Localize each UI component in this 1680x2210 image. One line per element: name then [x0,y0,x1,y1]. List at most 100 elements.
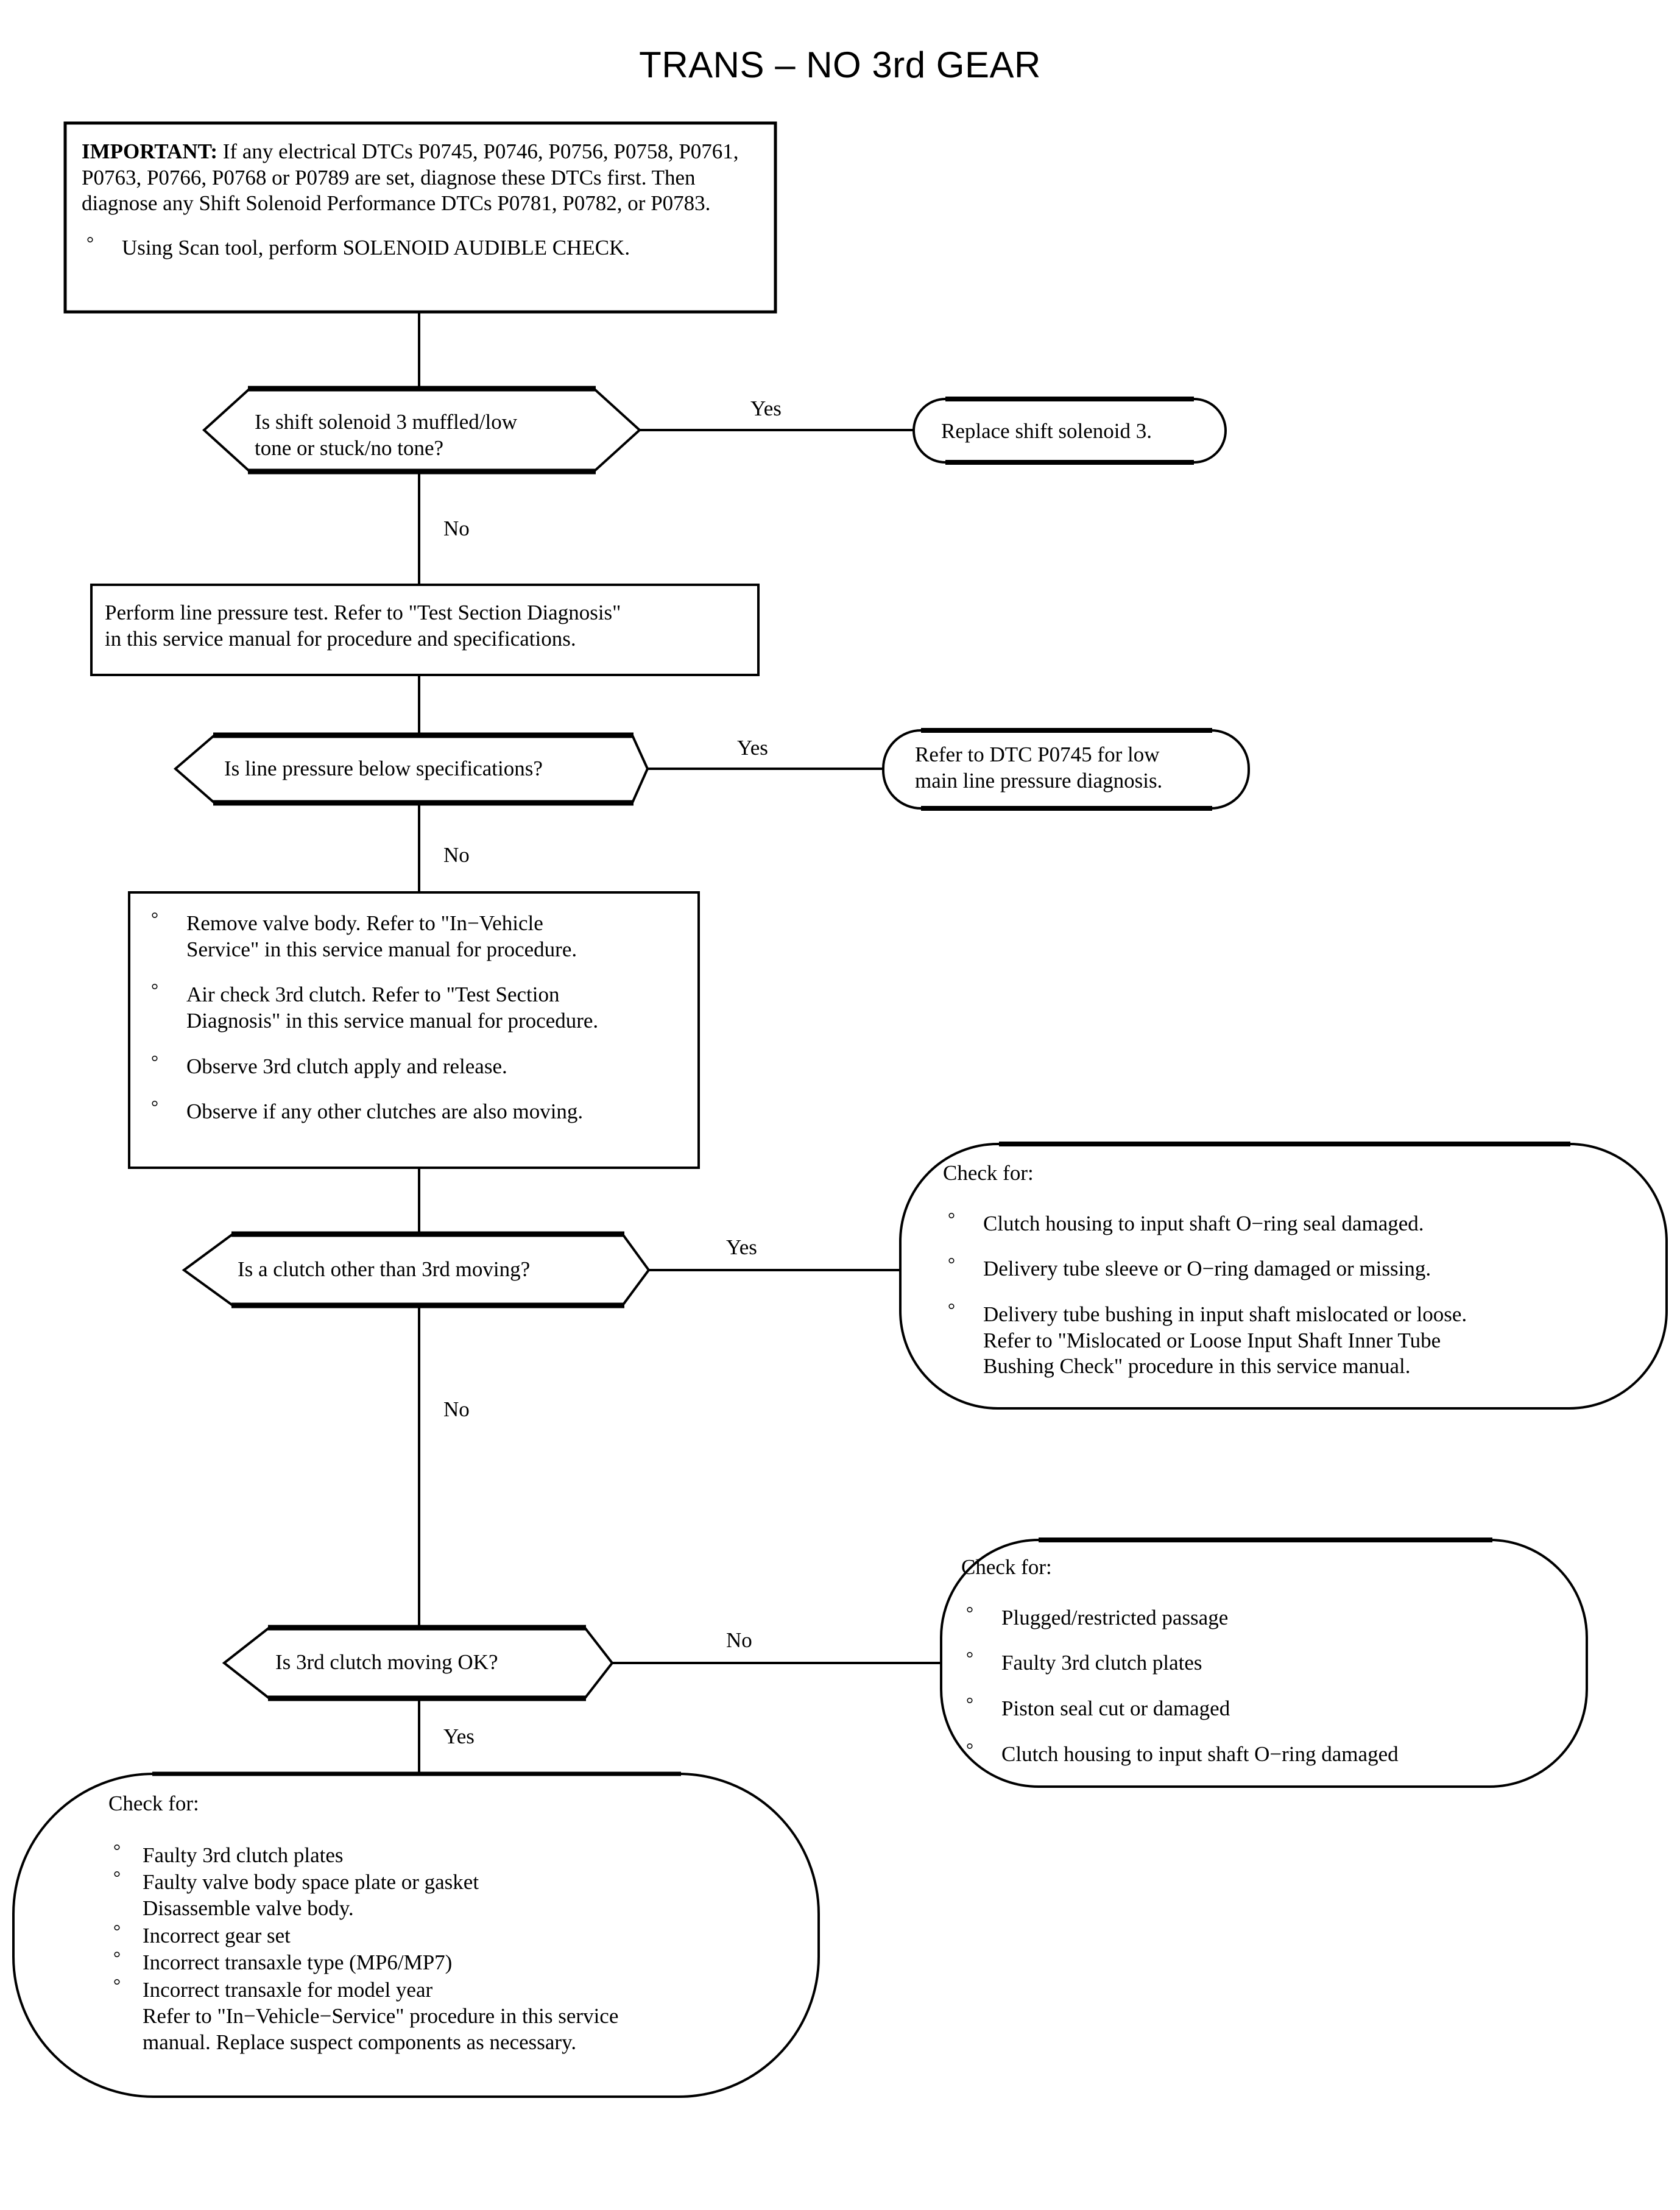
check-final-bullet-1-line1: Faulty valve body space plate or gasket [143,1870,479,1894]
bullet-glyph-icon: ° [966,1694,973,1715]
bullet-glyph-icon: ° [113,1868,121,1888]
procedure-bullet-list: ° Remove valve body. Refer to "In−Vehicl… [146,909,688,1125]
list-item: ° Clutch housing to input shaft O−ring s… [943,1209,1631,1237]
procedure-bullet-2-line1: Observe 3rd clutch apply and release. [186,1054,507,1078]
check-final-bullet-1-line2: Disassemble valve body. [143,1896,354,1921]
decision-third-clutch-ok-label: Is 3rd clutch moving OK? [275,1650,498,1674]
list-item: ° Piston seal cut or damaged [961,1694,1570,1722]
list-item: ° Delivery tube sleeve or O−ring damaged… [943,1254,1631,1282]
procedure-bullet-1-line1: Air check 3rd clutch. Refer to "Test Sec… [186,983,560,1007]
check-for-final-text: Check for: ° Faulty 3rd clutch plates ° … [108,1791,785,2056]
check-for-other-clutch-list: ° Clutch housing to input shaft O−ring s… [943,1209,1631,1380]
check-third-bullet-3: Clutch housing to input shaft O−ring dam… [1001,1742,1399,1766]
decision-other-clutch-label: Is a clutch other than 3rd moving? [238,1257,531,1281]
list-item: ° Faulty valve body space plate or gaske… [108,1868,785,1921]
check-for-third-clutch-list: ° Plugged/restricted passage ° Faulty 3r… [961,1603,1570,1768]
branch-label-third-clutch-no: No [726,1628,752,1652]
check-other-bullet-2-line3: Bushing Check" procedure in this service… [983,1354,1411,1379]
check-for-final-heading: Check for: [108,1792,199,1815]
replace-solenoid-text: Replace shift solenoid 3. [941,418,1209,445]
check-for-other-clutch-heading: Check for: [943,1161,1034,1185]
branch-label-solenoid-no: No [443,517,470,540]
procedure-bullet-0-line2: Service" in this service manual for proc… [186,937,577,961]
list-item: ° Using Scan tool, perform SOLENOID AUDI… [82,233,764,261]
list-item: ° Air check 3rd clutch. Refer to "Test S… [146,980,688,1034]
bullet-glyph-icon: ° [113,1921,121,1941]
check-other-bullet-1-line1: Delivery tube sleeve or O−ring damaged o… [983,1257,1431,1281]
bullet-glyph-icon: ° [151,980,158,1001]
procedure-bullets-text: ° Remove valve body. Refer to "In−Vehicl… [146,909,688,1125]
list-item: ° Clutch housing to input shaft O−ring d… [961,1739,1570,1768]
decision-solenoid-text: Is shift solenoid 3 muffled/low tone or … [255,409,596,461]
list-item: ° Plugged/restricted passage [961,1603,1570,1631]
procedure-bullet-0-line1: Remove valve body. Refer to "In−Vehicle [186,911,543,935]
bullet-glyph-icon: ° [948,1209,955,1229]
bullet-glyph-icon: ° [113,1948,121,1969]
list-item: ° Remove valve body. Refer to "In−Vehicl… [146,909,688,962]
bullet-glyph-icon: ° [966,1648,973,1669]
line-pressure-test-line2: in this service manual for procedure and… [105,626,576,651]
check-for-other-clutch-text: Check for: ° Clutch housing to input sha… [943,1160,1631,1380]
bullet-glyph-icon: ° [966,1739,973,1760]
bullet-glyph-icon: ° [966,1603,973,1623]
list-item: ° Incorrect transaxle for model year Ref… [108,1975,785,2055]
check-for-third-clutch-text: Check for: ° Plugged/restricted passage … [961,1555,1570,1767]
replace-solenoid-label: Replace shift solenoid 3. [941,419,1152,443]
branch-label-third-clutch-yes: Yes [443,1725,475,1748]
line-pressure-test-line1: Perform line pressure test. Refer to "Te… [105,601,621,624]
list-item: ° Faulty 3rd clutch plates [108,1840,785,1869]
important-paragraph: IMPORTANT: If any electrical DTCs P0745,… [82,139,764,217]
list-item: ° Delivery tube bushing in input shaft m… [943,1300,1631,1380]
branch-label-solenoid-yes: Yes [750,397,782,420]
refer-dtc-line1: Refer to DTC P0745 for low [915,743,1160,766]
bullet-glyph-icon: ° [86,233,94,254]
procedure-bullet-1-line2: Diagnosis" in this service manual for pr… [186,1009,599,1033]
list-item: ° Incorrect gear set [108,1921,785,1949]
branch-label-other-clutch-no: No [443,1397,470,1421]
refer-dtc-line2: main line pressure diagnosis. [915,768,1163,793]
check-for-final-list: ° Faulty 3rd clutch plates ° Faulty valv… [108,1840,785,2056]
check-final-bullet-0-line1: Faulty 3rd clutch plates [143,1843,344,1867]
important-lead-label: IMPORTANT: [82,139,218,163]
branch-label-line-pressure-no: No [443,843,470,867]
check-third-bullet-2: Piston seal cut or damaged [1001,1696,1230,1721]
check-other-bullet-2-line1: Delivery tube bushing in input shaft mis… [983,1302,1467,1327]
check-final-bullet-4-line2: Refer to "In−Vehicle−Service" procedure … [143,2003,619,2028]
important-box-text: IMPORTANT: If any electrical DTCs P0745,… [82,139,764,261]
decision-line-pressure-text: Is line pressure below specifications? [224,756,638,782]
bullet-glyph-icon: ° [113,1840,121,1861]
page-title: TRANS – NO 3rd GEAR [639,44,1041,85]
refer-dtc-text: Refer to DTC P0745 for low main line pre… [915,742,1238,794]
list-item: ° Faulty 3rd clutch plates [961,1648,1570,1676]
decision-other-clutch-text: Is a clutch other than 3rd moving? [238,1257,627,1283]
bullet-glyph-icon: ° [151,1097,158,1118]
check-third-bullet-1: Faulty 3rd clutch plates [1001,1651,1202,1675]
check-final-bullet-2-line1: Incorrect gear set [143,1923,291,1947]
important-paragraph-body: If any electrical DTCs P0745, P0746, P07… [82,139,739,216]
list-item: ° Incorrect transaxle type (MP6/MP7) [108,1948,785,1976]
important-bullet-list: ° Using Scan tool, perform SOLENOID AUDI… [82,233,764,261]
line-pressure-test-text: Perform line pressure test. Refer to "Te… [105,600,750,652]
check-final-bullet-3-line1: Incorrect transaxle type (MP6/MP7) [143,1951,453,1975]
bullet-glyph-icon: ° [948,1300,955,1321]
list-item: ° Observe 3rd clutch apply and release. [146,1051,688,1080]
branch-label-line-pressure-yes: Yes [737,736,768,760]
line-pressure-test-outline [90,584,760,676]
important-box-outline [63,121,777,314]
decision-solenoid-line2: tone or stuck/no tone? [255,436,444,460]
procedure-bullets-outline [128,891,700,1169]
check-other-bullet-0-line1: Clutch housing to input shaft O−ring sea… [983,1211,1424,1235]
bullet-glyph-icon: ° [948,1254,955,1275]
bullet-glyph-icon: ° [151,1051,158,1072]
list-item: ° Observe if any other clutches are also… [146,1097,688,1125]
decision-third-clutch-ok-text: Is 3rd clutch moving OK? [275,1650,592,1676]
check-other-bullet-2-line2: Refer to "Mislocated or Loose Input Shaf… [983,1328,1441,1352]
check-third-bullet-0: Plugged/restricted passage [1001,1605,1229,1629]
decision-solenoid-line1: Is shift solenoid 3 muffled/low [255,410,517,434]
check-final-trailing-line: manual. Replace suspect components as ne… [143,2030,577,2054]
branch-label-other-clutch-yes: Yes [726,1235,757,1259]
check-final-bullet-4-line1: Incorrect transaxle for model year [143,1978,433,2002]
check-for-third-clutch-heading: Check for: [961,1555,1052,1579]
